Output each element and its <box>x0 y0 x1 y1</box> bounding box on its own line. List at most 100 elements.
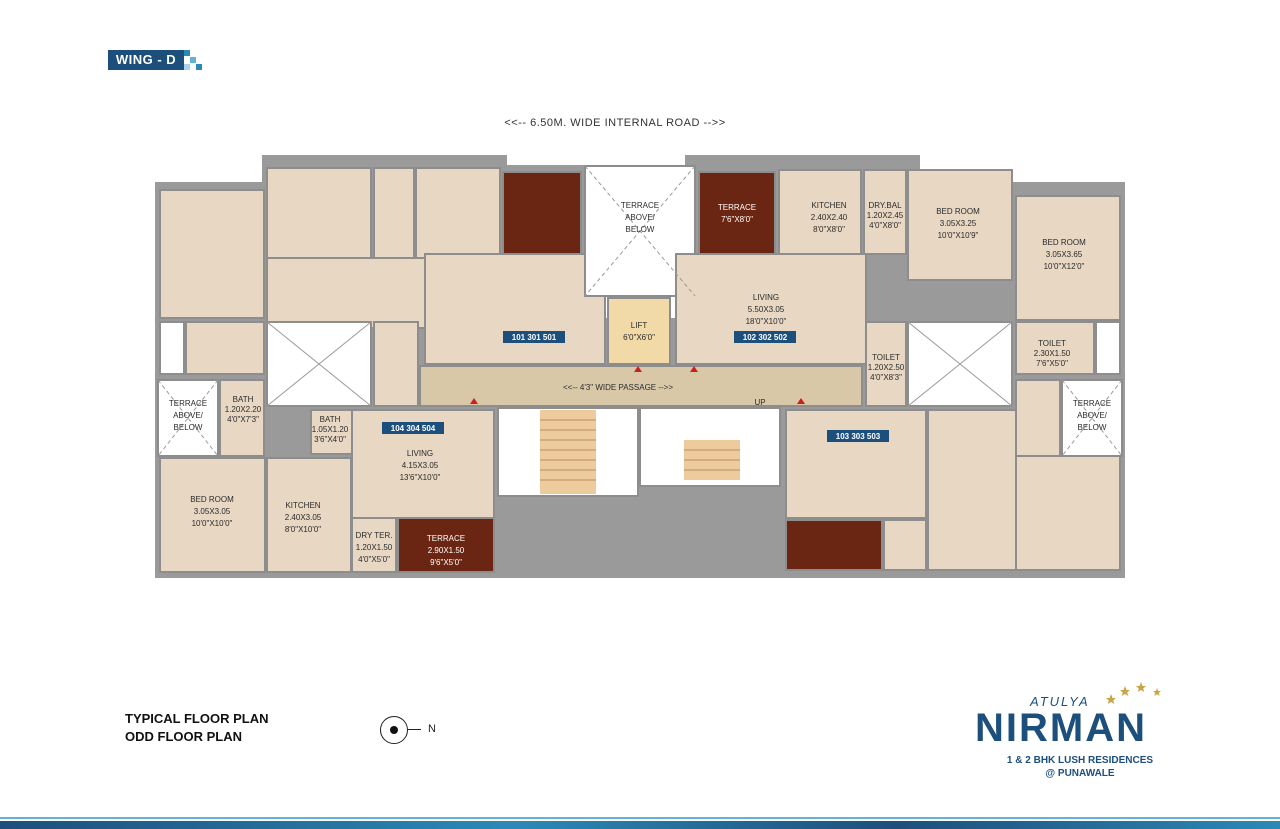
label-bedroom-right2-3: 10'0"X12'0" <box>1044 262 1085 271</box>
label-bedroom-right1-3: 10'0"X10'9" <box>938 231 979 240</box>
label-living-left-1: LIVING <box>407 449 433 458</box>
label-bedroom-left-1: BED ROOM <box>190 495 234 504</box>
room-bath-mid <box>373 321 419 407</box>
room-drybal-right <box>863 169 907 255</box>
room-bedroom-right2 <box>1015 195 1121 321</box>
label-terrace-right-mid-1: TERRACE <box>1073 399 1111 408</box>
flat-number-102: 102 302 502 <box>743 333 788 342</box>
label-dryter-left-3: 4'0"X5'0" <box>358 555 390 564</box>
wing-accent-square <box>184 64 190 70</box>
entry-arrow <box>690 366 698 372</box>
shaft-right <box>1095 321 1121 375</box>
label-drybal-right-3: 4'0"X8'0" <box>869 221 901 230</box>
label-lift-1: LIFT <box>631 321 648 330</box>
room-bedroom-top-left <box>159 189 265 319</box>
label-terrace-left-bottom-2: 2.90X1.50 <box>428 546 465 555</box>
label-living-left-2: 4.15X3.05 <box>402 461 439 470</box>
label-bedroom-left-3: 10'0"X10'0" <box>192 519 233 528</box>
label-bath-left1-2: 1.20X2.20 <box>225 405 262 414</box>
label-toilet-right2-3: 7'6"X5'0" <box>1036 359 1068 368</box>
label-passage: <<-- 4'3" WIDE PASSAGE -->> <box>563 383 673 392</box>
terrace-bottom-left <box>397 517 495 573</box>
label-kitchen-left-2: 2.40X3.05 <box>285 513 322 522</box>
room-bath-right <box>1015 379 1061 457</box>
label-kitchen-left-1: KITCHEN <box>285 501 320 510</box>
label-terrace-above-top-2: ABOVE/ <box>625 213 656 222</box>
label-bath-left2-3: 3'6"X4'0" <box>314 435 346 444</box>
plan-title-typical: TYPICAL FLOOR PLAN <box>125 711 269 726</box>
label-terrace-left-mid-3: BELOW <box>174 423 203 432</box>
flat-number-104: 104 304 504 <box>391 424 436 433</box>
wing-accent-square <box>196 64 202 70</box>
room-living-103 <box>785 409 927 519</box>
entry-arrow <box>797 398 805 404</box>
label-bedroom-right1-2: 3.05X3.25 <box>940 219 977 228</box>
label-drybal-right-2: 1.20X2.45 <box>867 211 904 220</box>
label-bath-left2-1: BATH <box>320 415 341 424</box>
label-bedroom-right1-1: BED ROOM <box>936 207 980 216</box>
label-terrace-left-bottom-3: 9'6"X5'0" <box>430 558 462 567</box>
room-kitchen-right-bottom <box>927 409 1017 571</box>
label-toilet-right2-1: TOILET <box>1038 339 1066 348</box>
room-bedroom-right1 <box>907 169 1013 281</box>
label-lift-2: 6'0"X6'0" <box>623 333 655 342</box>
label-terrace-right-top-1: TERRACE <box>718 203 756 212</box>
label-terrace-right-top-2: 7'6"X8'0" <box>721 215 753 224</box>
room-toilet-right1 <box>865 321 907 407</box>
brand-name: NIRMAN <box>975 706 1147 750</box>
label-terrace-right-mid-3: BELOW <box>1078 423 1107 432</box>
brand-tagline: 1 & 2 BHK LUSH RESIDENCES <box>1006 755 1154 766</box>
brand-location: @ PUNAWALE <box>1045 768 1115 779</box>
shaft <box>159 321 185 375</box>
wing-accent-square <box>184 50 190 56</box>
label-living-left-3: 13'6"X10'0" <box>400 473 441 482</box>
room-bedroom-right-bottom <box>1015 455 1121 571</box>
label-terrace-left-mid-2: ABOVE/ <box>173 411 204 420</box>
road-label: <<-- 6.50M. WIDE INTERNAL ROAD -->> <box>504 117 726 129</box>
label-bedroom-right2-2: 3.05X3.65 <box>1046 250 1083 259</box>
label-bath-left1-3: 4'0"X7'3" <box>227 415 259 424</box>
room-living-101 <box>424 253 606 365</box>
wing-accent-square <box>190 57 196 63</box>
label-kitchen-left-3: 8'0"X10'0" <box>285 525 321 534</box>
label-terrace-above-top-1: TERRACE <box>621 201 659 210</box>
footer-stripe-light <box>0 817 1280 819</box>
label-terrace-above-top-3: BELOW <box>626 225 655 234</box>
label-kitchen-right-2: 2.40X2.40 <box>811 213 848 222</box>
star-icon <box>1106 682 1161 704</box>
label-toilet-right1-2: 1.20X2.50 <box>868 363 905 372</box>
room-wc-left <box>185 321 265 375</box>
room-toilet-right2 <box>1015 321 1095 375</box>
terrace-top-left <box>502 171 582 255</box>
flat-number-103: 103 303 503 <box>836 432 881 441</box>
passage <box>419 365 863 407</box>
label-drybal-right-1: DRY.BAL <box>868 201 902 210</box>
label-bath-left1-1: BATH <box>233 395 254 404</box>
brand-prefix: ATULYA <box>1030 694 1090 709</box>
label-kitchen-right-3: 8'0"X8'0" <box>813 225 845 234</box>
label-bedroom-left-2: 3.05X3.05 <box>194 507 231 516</box>
label-bedroom-right2-1: BED ROOM <box>1042 238 1086 247</box>
lift <box>607 297 671 365</box>
stairs-left <box>540 410 596 494</box>
terrace-top-right <box>698 171 776 255</box>
compass-icon <box>380 716 421 744</box>
entry-arrow <box>634 366 642 372</box>
room-kitchen-left <box>266 457 352 573</box>
room-living-102 <box>675 253 867 365</box>
wing-label: WING - D <box>108 50 184 70</box>
label-bath-left2-2: 1.05X1.20 <box>312 425 349 434</box>
room-kitchen-top <box>415 167 501 259</box>
room-bath-left1 <box>219 379 265 457</box>
label-kitchen-right-1: KITCHEN <box>811 201 846 210</box>
room-dryter-right <box>883 519 927 571</box>
label-toilet-right2-2: 2.30X1.50 <box>1034 349 1071 358</box>
room-bedroom-left <box>159 457 266 573</box>
label-toilet-right1-1: TOILET <box>872 353 900 362</box>
plan-title-odd: ODD FLOOR PLAN <box>125 729 242 744</box>
label-terrace-left-bottom-1: TERRACE <box>427 534 465 543</box>
north-label: N <box>428 723 436 735</box>
room-bedroom-top-left2 <box>266 167 372 259</box>
label-living-right-3: 18'0"X10'0" <box>746 317 787 326</box>
